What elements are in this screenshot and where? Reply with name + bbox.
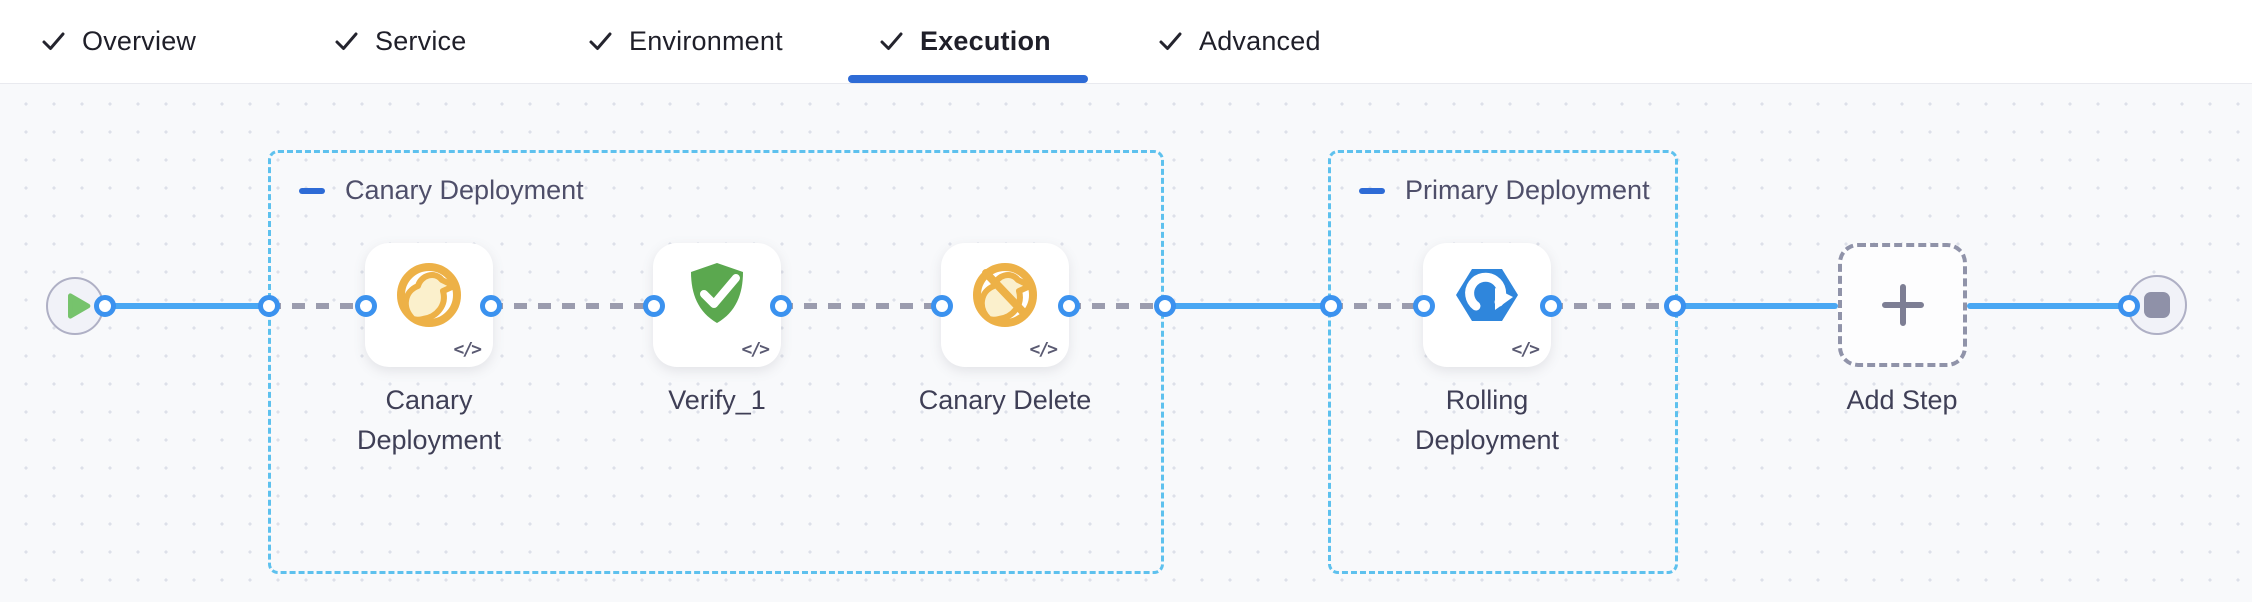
connector-port[interactable] [643,295,665,317]
connector-port[interactable] [94,295,116,317]
rolling-update-icon [1456,269,1518,321]
step-label: Canary Deployment [356,385,502,455]
stage-group-canary-deployment[interactable]: Canary Deployment [268,150,1164,574]
active-tab-underline [848,75,1088,83]
step-card-verify-1[interactable]: </> [653,243,781,367]
canvas-bottom-strip [0,602,2252,616]
collapse-icon[interactable] [299,187,325,194]
group-label: Canary Deployment [345,175,584,205]
connector-port[interactable] [1320,295,1342,317]
stop-icon [2144,292,2170,318]
connector-line-dashed [780,303,941,309]
check-icon [1159,32,1182,50]
tab-environment[interactable]: Environment [587,0,783,83]
tab-label: Overview [82,26,197,56]
code-icon: </> [453,339,481,360]
connector-line-dashed [268,303,365,309]
connector-port[interactable] [355,295,377,317]
tab-label: Environment [629,26,783,56]
step-card-canary-deployment[interactable]: </> [365,243,493,367]
check-icon [880,32,903,50]
plus-icon [1881,284,1924,326]
collapse-icon[interactable] [1359,187,1385,194]
canary-icon [397,263,461,327]
tab-label: Advanced [1199,26,1321,56]
code-icon: </> [1511,339,1539,360]
connector-port[interactable] [258,295,280,317]
step-card-rolling-deployment[interactable]: </> [1423,243,1551,367]
check-icon [335,32,358,50]
tab-execution[interactable]: Execution [878,0,1051,83]
connector-port[interactable] [480,295,502,317]
connector-line [104,303,268,309]
tab-advanced[interactable]: Advanced [1157,0,1321,83]
group-label: Primary Deployment [1405,175,1650,205]
add-step-label: Add Step [1846,385,1958,415]
connector-port[interactable] [1413,295,1435,317]
connector-line [1674,303,1838,309]
connector-port[interactable] [931,295,953,317]
connector-port[interactable] [1058,295,1080,317]
add-step-button[interactable] [1838,243,1967,367]
group-header[interactable]: Canary Deployment [299,175,584,206]
connector-line-dashed [490,303,653,309]
connector-port[interactable] [2118,295,2140,317]
tab-label: Execution [920,26,1051,56]
connector-line [1164,303,1330,309]
connector-port[interactable] [1664,295,1686,317]
check-icon [589,32,612,50]
connector-line [1967,303,2128,309]
step-label: Verify_1 [668,385,766,415]
connector-port[interactable] [770,295,792,317]
connector-line-dashed [1068,303,1164,309]
step-card-canary-delete[interactable]: </> [941,243,1069,367]
play-icon [68,293,91,319]
pipeline-canvas[interactable]: Canary Deployment Primary Deployment [0,84,2252,616]
step-label: Rolling Deployment [1414,385,1560,455]
shield-check-icon [691,263,743,323]
connector-line-dashed [1330,303,1423,309]
connector-port[interactable] [1540,295,1562,317]
group-header[interactable]: Primary Deployment [1359,175,1650,206]
canary-delete-icon [973,263,1037,327]
check-icon [42,32,65,50]
code-icon: </> [1029,339,1057,360]
code-icon: </> [741,339,769,360]
tab-label: Service [375,26,467,56]
stage-group-primary-deployment[interactable]: Primary Deployment [1328,150,1678,574]
step-label: Canary Delete [918,385,1092,415]
tab-overview[interactable]: Overview [40,0,196,83]
setup-tab-bar: Overview Service Environment Execution A… [0,0,2252,84]
connector-line-dashed [1550,303,1674,309]
connector-port[interactable] [1154,295,1176,317]
tab-service[interactable]: Service [333,0,466,83]
